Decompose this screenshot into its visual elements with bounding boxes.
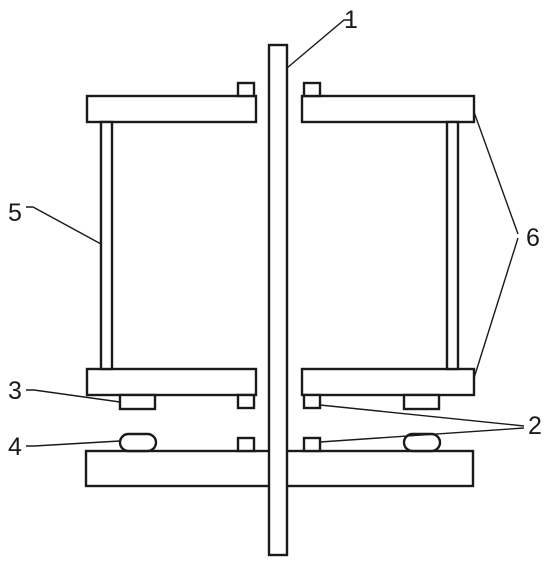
leader-3 bbox=[26, 389, 121, 403]
right-pad bbox=[402, 432, 442, 453]
lower-right-stud bbox=[302, 393, 322, 410]
leader-4 bbox=[26, 440, 121, 447]
leader-2-upper bbox=[319, 404, 525, 427]
label-5: 5 bbox=[8, 199, 22, 227]
leader-6-bottom bbox=[473, 237, 519, 379]
right-post bbox=[445, 120, 460, 371]
upper-right-plate bbox=[300, 94, 476, 124]
lower-right-block bbox=[402, 393, 441, 411]
label-3: 3 bbox=[8, 377, 22, 405]
lower-left-stud bbox=[236, 393, 256, 410]
label-4: 4 bbox=[8, 433, 22, 461]
leader-5 bbox=[26, 206, 102, 245]
upper-right-stud bbox=[302, 81, 322, 98]
lower-left-plate bbox=[85, 367, 258, 397]
leader-6-top bbox=[473, 111, 519, 235]
label-2: 2 bbox=[528, 412, 542, 440]
base-right-stud bbox=[302, 436, 322, 453]
leader-2-lower bbox=[319, 427, 525, 443]
central-shaft bbox=[267, 43, 289, 557]
label-1: 1 bbox=[344, 6, 358, 34]
lower-left-block bbox=[118, 393, 157, 411]
leader-1 bbox=[286, 19, 352, 69]
upper-left-plate bbox=[85, 94, 258, 124]
base-left-stud bbox=[236, 436, 256, 453]
left-post bbox=[99, 120, 114, 371]
label-6: 6 bbox=[526, 224, 540, 252]
upper-left-stud bbox=[236, 81, 256, 98]
lower-right-plate bbox=[300, 367, 476, 397]
left-pad bbox=[118, 432, 158, 453]
